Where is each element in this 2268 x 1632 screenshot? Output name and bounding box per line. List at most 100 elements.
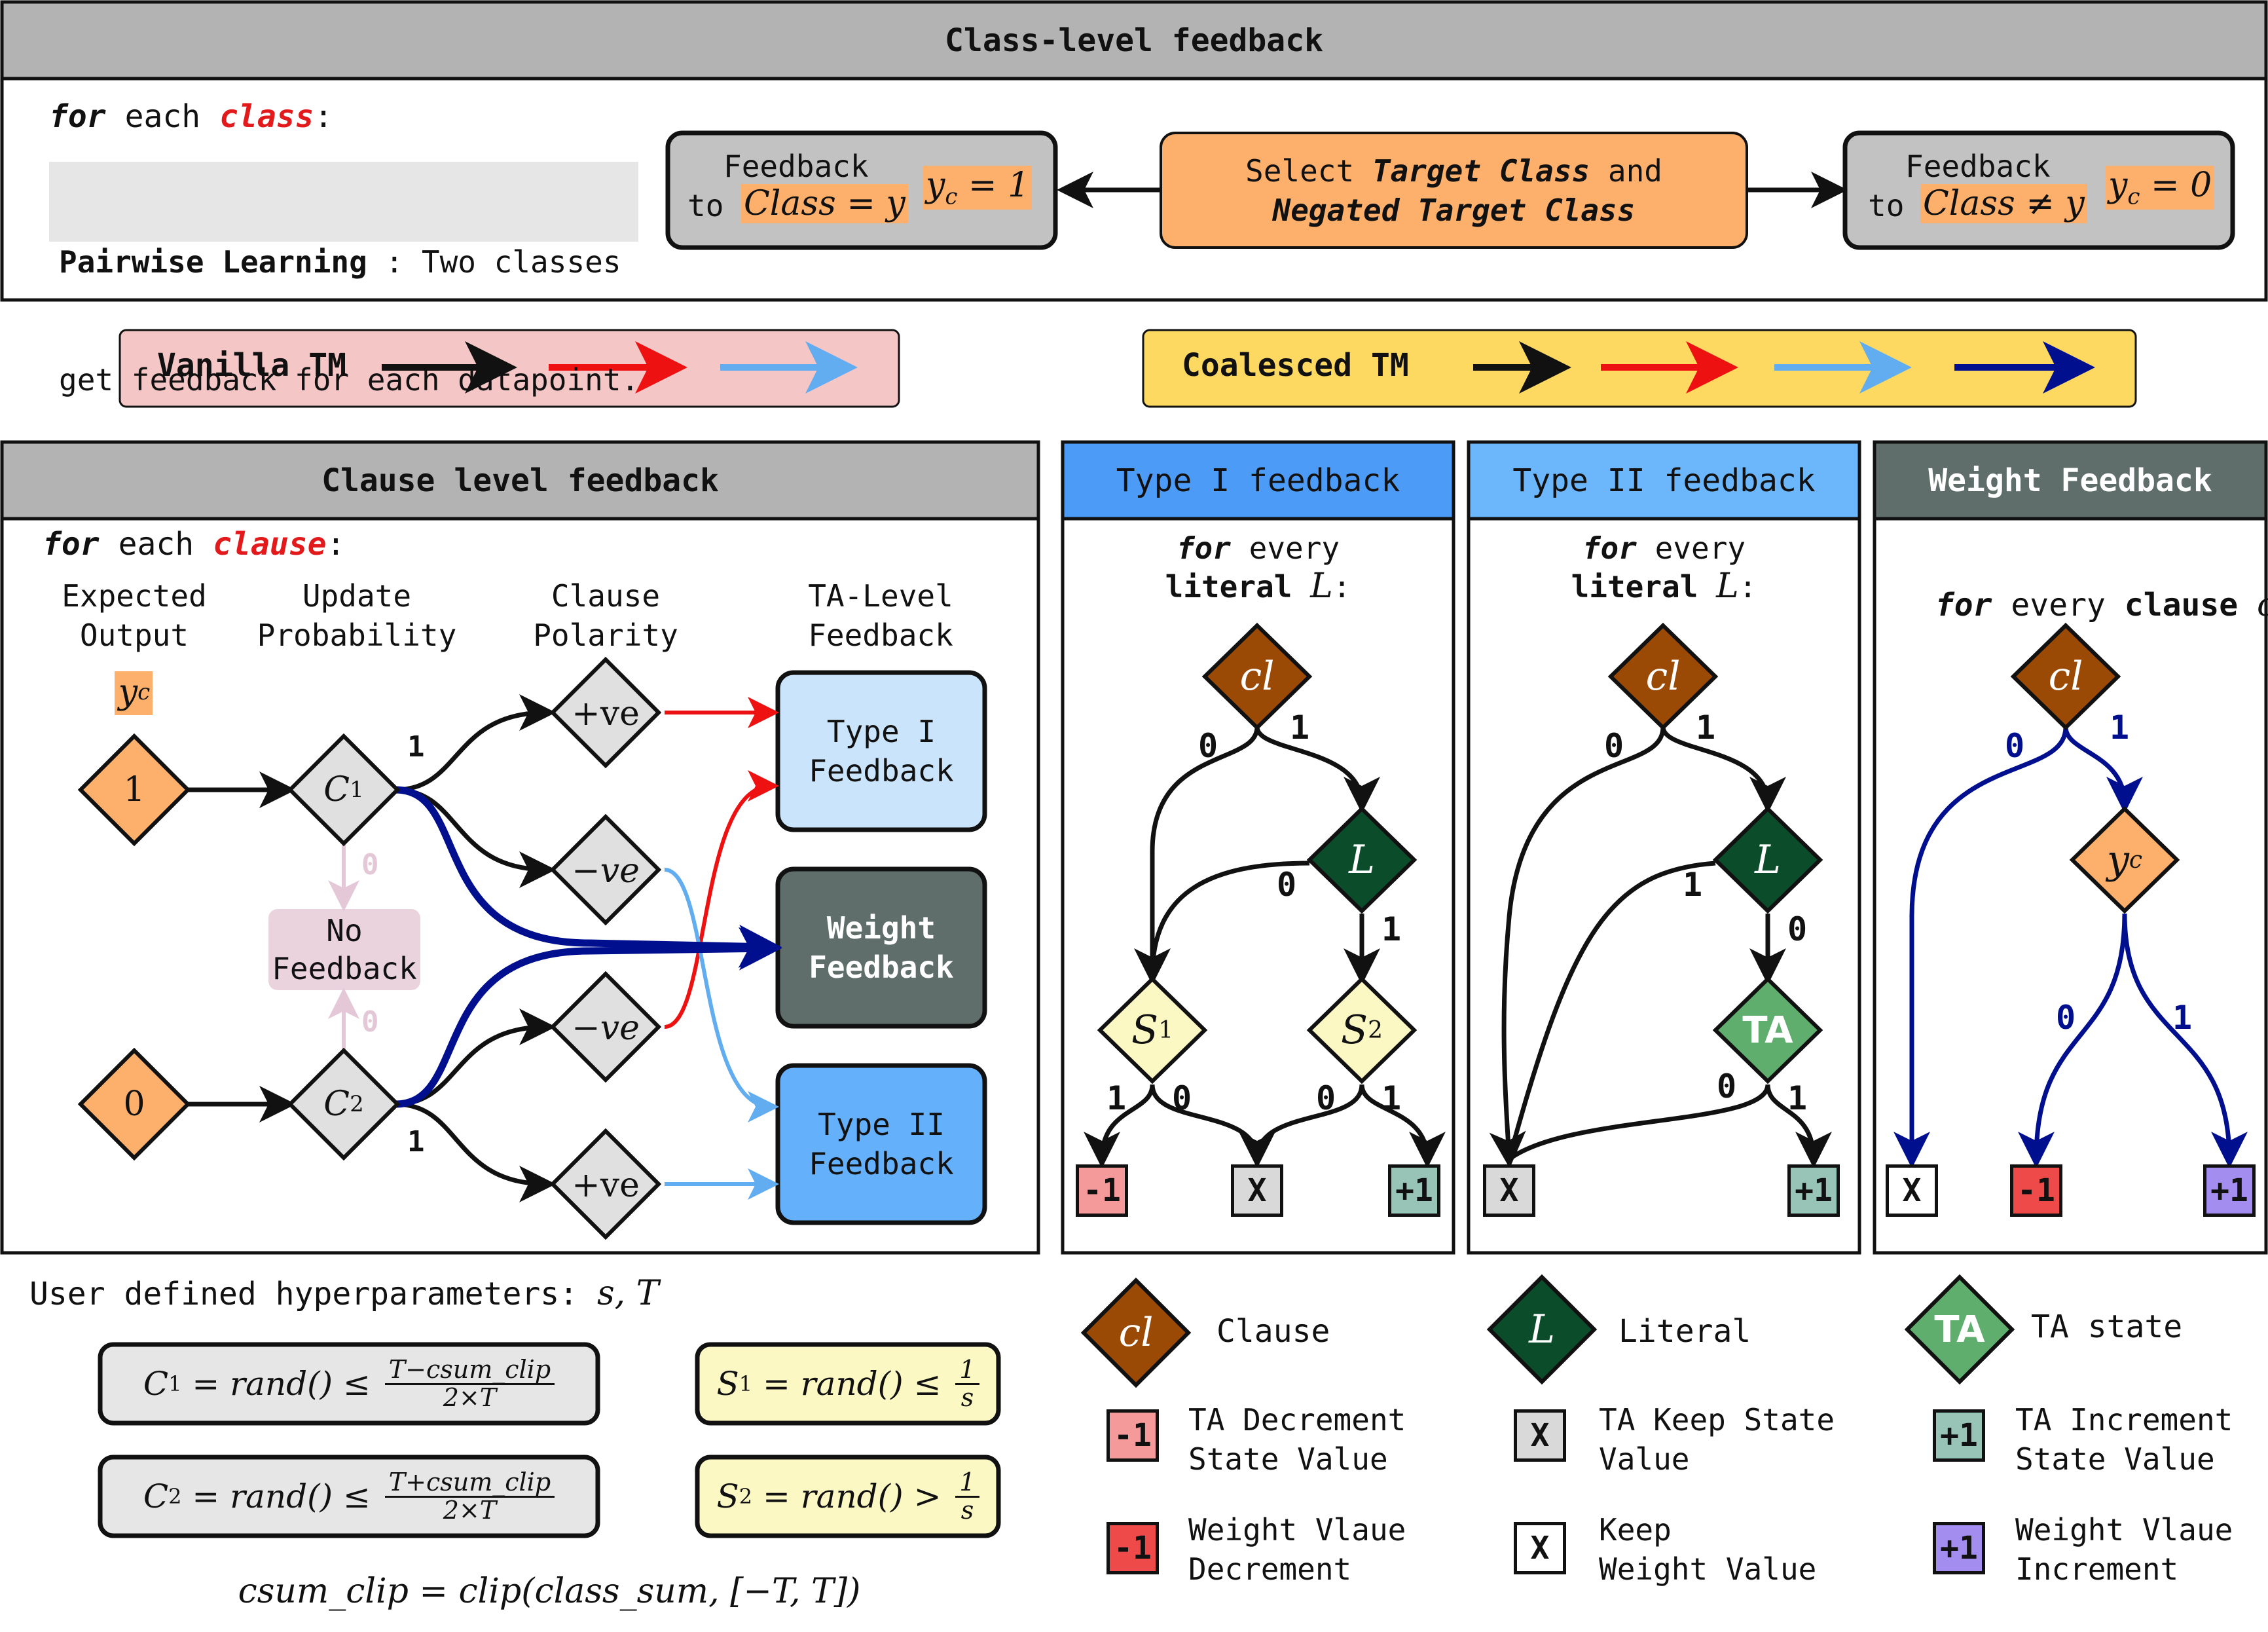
t1-edge-L-S1 bbox=[1150, 861, 1310, 976]
edge-c2-weight bbox=[395, 927, 782, 1108]
w-leaf-keep: X bbox=[1886, 1164, 1938, 1217]
clause-for-each-line: for each clause: bbox=[43, 526, 345, 563]
w-cl-node bbox=[2010, 622, 2121, 731]
w-yc-zero: 0 bbox=[2056, 999, 2076, 1037]
c2-sub: 2 bbox=[350, 1091, 364, 1117]
col-expected-output: Expected Output bbox=[39, 576, 229, 655]
c1-formula-box bbox=[98, 1342, 600, 1426]
fb-left-yc: yc = 1 bbox=[923, 166, 1033, 210]
class-keyword: class bbox=[219, 98, 314, 135]
c2-num: T+csum_clip bbox=[384, 1469, 555, 1498]
legend-wdec-sym: -1 bbox=[1107, 1522, 1159, 1574]
t2-TA-label: TA bbox=[1742, 1009, 1793, 1052]
c1-num: T−csum_clip bbox=[384, 1356, 555, 1385]
c1-edge-one-label: 1 bbox=[407, 730, 425, 764]
t1-S2-node bbox=[1306, 976, 1418, 1085]
class-level-title: Class-level feedback bbox=[945, 22, 1323, 59]
type2-header bbox=[1467, 440, 1861, 521]
line1: Weight Vlaue bbox=[2015, 1512, 2233, 1548]
w-edge-yc-inc bbox=[2122, 913, 2248, 1168]
line1: TA Increment bbox=[2015, 1402, 2233, 1437]
t1-cl-zero: 0 bbox=[1198, 727, 1218, 765]
c2-den: 2×T bbox=[443, 1495, 497, 1525]
fb-right-content: Feedback to Class ≠ y yc = 0 bbox=[1858, 147, 2225, 239]
fb-left-val: = 1 bbox=[957, 166, 1030, 205]
t2-TA-node bbox=[1712, 976, 1823, 1085]
t2-cl-node bbox=[1607, 622, 1719, 731]
c2-sub: 2 bbox=[168, 1484, 182, 1509]
clause-level-title: Clause level feedback bbox=[321, 462, 719, 499]
neg2-node bbox=[549, 971, 662, 1083]
legend-keep-label: TA Keep State Value bbox=[1599, 1400, 1835, 1479]
s2-sub: 2 bbox=[1368, 1016, 1383, 1044]
fb-left-to: to bbox=[687, 188, 724, 223]
t1-leaf-decrement: -1 bbox=[1076, 1164, 1128, 1217]
colon: : bbox=[1738, 569, 1757, 604]
legend-winc-label: Weight Vlaue Increment bbox=[2015, 1510, 2233, 1589]
w-edge-yc-dec bbox=[2018, 913, 2127, 1168]
w-edge-cl-keep bbox=[1893, 726, 2068, 1168]
every-word: every bbox=[1992, 587, 2125, 623]
s2-lhs: S bbox=[716, 1477, 739, 1515]
select-pre: Select bbox=[1245, 153, 1372, 189]
t1-edge-S1-dec bbox=[1084, 1084, 1155, 1168]
select-line1: Select Target Class and bbox=[1245, 151, 1662, 191]
fb-left-sub: c bbox=[945, 183, 958, 210]
in-one-node bbox=[77, 733, 191, 847]
t1-L-node bbox=[1306, 806, 1418, 914]
s1-sub: 1 bbox=[1158, 1016, 1173, 1044]
for-keyword: for bbox=[43, 526, 100, 563]
s2-num: 1 bbox=[955, 1469, 979, 1498]
pairwise-bold: Pairwise Learning bbox=[59, 244, 367, 280]
yc-highlight bbox=[115, 671, 153, 715]
neg1-label: −ve bbox=[572, 851, 640, 891]
every-word: every bbox=[1230, 530, 1340, 566]
hyper-title-vars: s, T bbox=[596, 1274, 659, 1313]
class-level-header bbox=[0, 0, 2268, 81]
line1: Weight Vlaue bbox=[1188, 1512, 1406, 1548]
col-line2: Polarity bbox=[533, 618, 678, 653]
vanilla-tm-label: Vanilla TM bbox=[157, 347, 346, 384]
for-keyword: for bbox=[1582, 530, 1637, 566]
type2-line1: Type II bbox=[818, 1107, 945, 1142]
legend-ta-symbol bbox=[1904, 1274, 2015, 1385]
t1-edge-cl-S1 bbox=[1134, 726, 1260, 985]
legend-literal-symbol bbox=[1486, 1274, 1598, 1385]
c2-formula-box bbox=[98, 1455, 600, 1538]
t2-TA-one: 1 bbox=[1787, 1079, 1808, 1117]
legend-dec-label: TA Decrement State Value bbox=[1188, 1400, 1406, 1479]
for-keyword: for bbox=[1935, 587, 1992, 623]
L-var: L bbox=[1716, 566, 1739, 606]
legend-literal-sym: L bbox=[1529, 1307, 1555, 1352]
each-word: each bbox=[105, 98, 220, 135]
t1-S1-node bbox=[1097, 976, 1208, 1085]
legend-inc-sym: +1 bbox=[1933, 1409, 1985, 1462]
hyper-title: User defined hyperparameters: s, T bbox=[29, 1274, 659, 1313]
t1-S2-zero: 0 bbox=[1316, 1079, 1336, 1117]
w-yc-one: 1 bbox=[2172, 999, 2193, 1037]
t2-edge-cl-L bbox=[1660, 726, 1786, 813]
t2-L-one: 1 bbox=[1683, 866, 1703, 904]
t2-leaf-keep: X bbox=[1483, 1164, 1535, 1217]
legend-clause-sym: cl bbox=[1118, 1310, 1154, 1356]
w-cl-label: cl bbox=[2048, 654, 2083, 699]
t1-cl-node bbox=[1201, 622, 1313, 731]
line1: TA Decrement bbox=[1188, 1402, 1406, 1437]
pairwise-line2: get feedback for each datapoint. bbox=[59, 362, 640, 398]
legend-wdec-label: Weight Vlaue Decrement bbox=[1188, 1510, 1406, 1589]
line1: TA Keep State bbox=[1599, 1402, 1835, 1437]
edge-c2-pos bbox=[395, 1102, 556, 1202]
type1-line1: Type I bbox=[826, 714, 936, 749]
legend-ta-sym: TA bbox=[1934, 1308, 1985, 1351]
legend-clause-symbol bbox=[1080, 1277, 1192, 1388]
literal-word: literal bbox=[1571, 569, 1698, 604]
fb-right-line1: Feedback bbox=[1905, 149, 2051, 184]
colon: : bbox=[314, 98, 333, 135]
